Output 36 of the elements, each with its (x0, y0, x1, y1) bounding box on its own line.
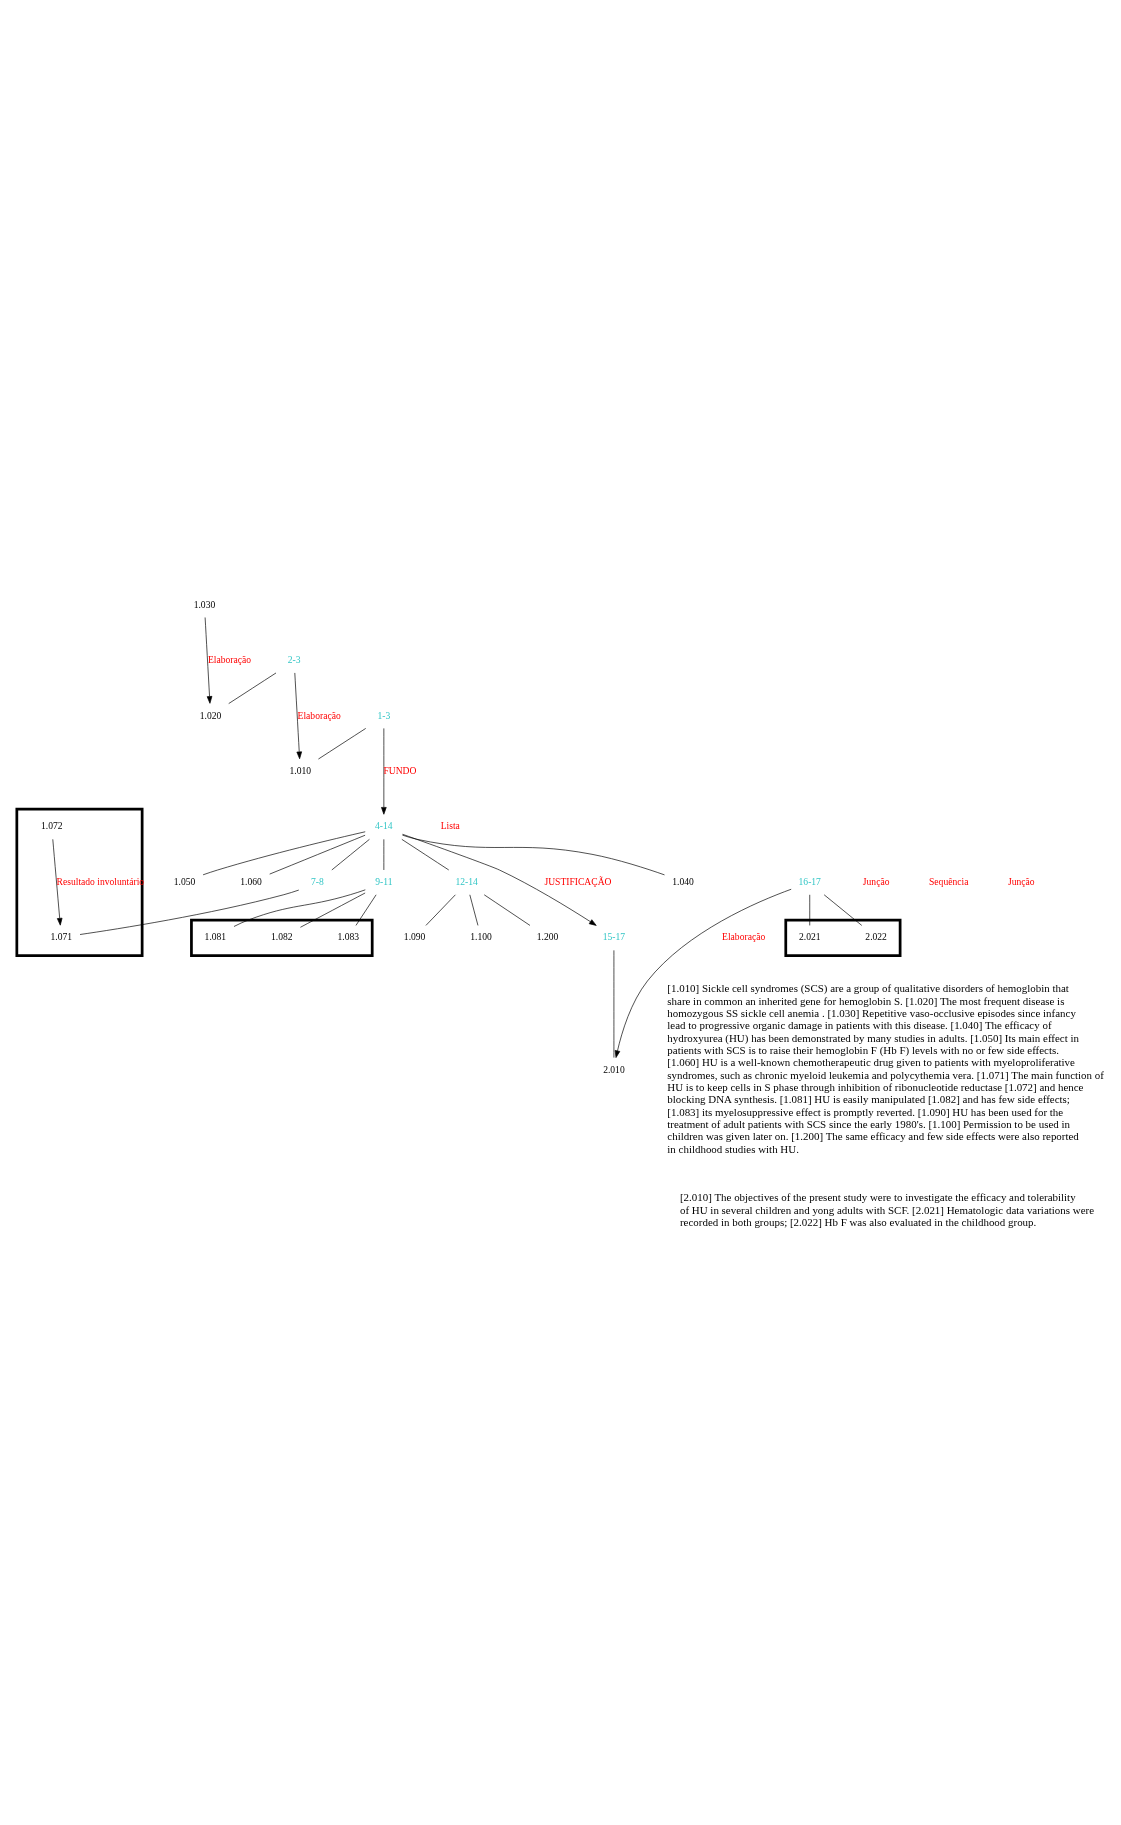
node-text: 1.030 (193, 598, 216, 610)
label: [2.010] The objectives of the present study were to investigate the efficacy and tolerability of HU in several children and yong adults with SCF. [2.021] Hematologic data variations were recorded in both groups; [2.022] Hb F was also evaluated in the childhood group. (679, 1191, 1095, 1228)
node-text: 12-14 (455, 875, 478, 887)
node-text: 1.090 (403, 931, 426, 943)
node-text: 1.050 (173, 875, 196, 887)
node-text: 2.022 (865, 931, 887, 943)
node-text: 1.081 (204, 931, 227, 943)
edge-label: Elaboração (297, 709, 341, 721)
node-text: 1.040 (672, 875, 694, 887)
label: Junção (1008, 875, 1035, 887)
node-text: 1.010 (289, 764, 312, 776)
label: Lista (440, 820, 460, 832)
label: Sequência (929, 875, 969, 887)
edge-label: FUNDO (383, 764, 417, 776)
node-text: 9-11 (375, 875, 393, 887)
node-text: 2.021 (798, 931, 821, 943)
label: [1.010] Sickle cell syndromes (SCS) are a group of qualitative disorders of hemoglobin that share in common an inherited gene for hemoglobin S. [1.020] The most frequent disease is homozygous SS sickle cell anemia . [1.030] Repetitive vaso-occlusive episodes since infancy lead to progressive organic damage in patients with this disease. [1.040] The efficacy of hydroxyurea (HU) has been demonstrated by many studies in adults. [1.050] Its main effect in patients with SCS is to raise their hemoglobin F (Hb F) levels with no or few side effects. [1.060] HU is a well-known chemotherapeutic drug given to patients with myeloproliferative syndromes, such as chronic myeloid leukemia and polycythemia vera. [1.071] The main function of HU is to keep cells in S phase through inhibition of ribonucleotide reductase [1.072] and hence blocking DNA synthesis. [1.081] HU is easily manipulated [1.082] and has few side effects; [1.083] its myelosuppressive effect is promptly reverted. [1.090] HU has been used for the treatment of adult patients with SCS since the early 1980's. [1.100] Permission to be used in children was given later on. [1.200] The same efficacy and few side effects were also reported in childhood studies with HU. (667, 982, 1104, 1155)
node-text: 1.082 (271, 931, 293, 943)
node-text: 1.083 (337, 931, 360, 943)
node-text: 1-3 (377, 709, 391, 721)
node-text: 1.020 (199, 709, 222, 721)
node-text: 1.072 (40, 820, 63, 832)
node-text: 1.060 (240, 875, 262, 887)
node-text: 1.200 (536, 931, 559, 943)
node-text: 16-17 (798, 875, 821, 887)
node-text: 1.100 (470, 931, 492, 943)
node-text: 1.071 (50, 931, 73, 943)
label: Junção (862, 875, 890, 887)
edge-label: JUSTIFICAÇÃO (544, 875, 612, 887)
node-text: 4-14 (375, 820, 393, 832)
node-text: 2.010 (603, 1063, 625, 1075)
node-text: 2-3 (287, 654, 301, 666)
node-text: 15-17 (602, 931, 626, 943)
edge-label: Elaboração (722, 931, 766, 943)
edge-label: Elaboração (207, 654, 251, 666)
node-text: 7-8 (311, 875, 324, 887)
